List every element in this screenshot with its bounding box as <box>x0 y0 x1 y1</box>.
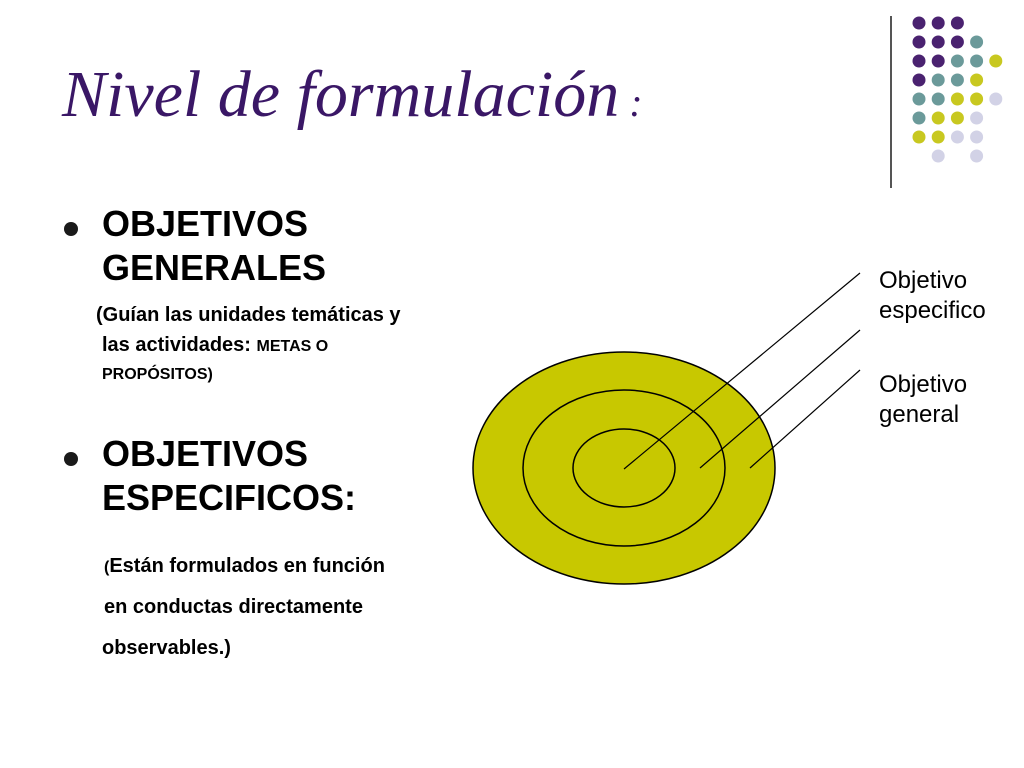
decorative-dot <box>931 130 945 144</box>
leader-line-outer <box>749 369 861 469</box>
decorative-dot <box>950 111 964 125</box>
general-desc-line1: (Guían las unidades temáticas y <box>96 304 401 326</box>
decorative-dot <box>912 73 926 87</box>
general-heading-line2: GENERALES <box>102 247 327 288</box>
bullet-dot-specific <box>64 452 78 466</box>
decorative-dot <box>912 92 926 106</box>
decorative-dot <box>912 111 926 125</box>
decorative-dot <box>970 54 984 68</box>
decorative-dot <box>970 92 984 106</box>
decorative-dot <box>970 35 984 49</box>
decorative-dot <box>970 111 984 125</box>
decorative-dot <box>950 54 964 68</box>
label-specific-objective: Objetivo especifico <box>879 266 986 326</box>
label-specific-line2: especifico <box>879 297 986 324</box>
specific-desc-line3: observables.) <box>102 637 231 659</box>
decorative-dot <box>912 130 926 144</box>
decorative-dot <box>931 111 945 125</box>
general-desc-line2-prefix: las actividades: <box>102 334 257 356</box>
general-desc-line2-suffix: METAS O <box>256 338 329 355</box>
slide-title-text: Nivel de formulación <box>62 58 620 131</box>
target-middle-ring <box>522 389 726 547</box>
decorative-dot <box>931 149 945 163</box>
bullet-dot-general <box>64 222 78 236</box>
leader-line-middle <box>699 329 861 469</box>
general-heading-line1: OBJETIVOS <box>102 203 309 244</box>
specific-desc-line2: en conductas directamente <box>104 596 363 618</box>
specific-desc-line1-text: Están formulados en función <box>109 555 385 577</box>
decorative-dot <box>931 73 945 87</box>
decorative-vertical-line <box>890 16 892 188</box>
decorative-dot <box>931 35 945 49</box>
label-general-objective: Objetivo general <box>879 370 967 430</box>
decorative-dot <box>970 130 984 144</box>
decorative-dot <box>989 92 1003 106</box>
decorative-dot <box>970 73 984 87</box>
target-outer-ring <box>472 351 776 585</box>
label-specific-line1: Objetivo <box>879 267 968 294</box>
decorative-dot <box>950 35 964 49</box>
specific-desc-paren: ( <box>104 559 110 576</box>
specific-heading-line2: ESPECIFICOS: <box>102 477 357 518</box>
decorative-dot <box>950 16 964 30</box>
target-inner-ring <box>572 428 676 508</box>
specific-objectives-heading: OBJETIVOS ESPECIFICOS: <box>102 432 356 520</box>
decorative-dot <box>931 92 945 106</box>
decorative-dot <box>912 35 926 49</box>
specific-desc-line1: (Están formulados en función <box>104 555 385 578</box>
specific-heading-line1: OBJETIVOS <box>102 433 309 474</box>
general-desc-line3: PROPÓSITOS) <box>102 366 213 383</box>
decorative-dot <box>912 16 926 30</box>
leader-line-inner <box>623 272 861 470</box>
general-objectives-heading: OBJETIVOS GENERALES <box>102 202 326 290</box>
decorative-dot <box>950 130 964 144</box>
slide-title-suffix: : <box>619 80 643 125</box>
decorative-dot <box>931 16 945 30</box>
decorative-dot <box>950 73 964 87</box>
label-general-line1: Objetivo <box>879 371 968 398</box>
general-desc-line2: las actividades: METAS O <box>102 334 328 357</box>
decorative-dot <box>912 54 926 68</box>
decorative-dot <box>931 54 945 68</box>
label-general-line2: general <box>879 401 960 428</box>
slide-title: Nivel de formulación : <box>62 62 643 128</box>
decorative-dot <box>989 54 1003 68</box>
decorative-dot <box>950 92 964 106</box>
decorative-dot <box>970 149 984 163</box>
